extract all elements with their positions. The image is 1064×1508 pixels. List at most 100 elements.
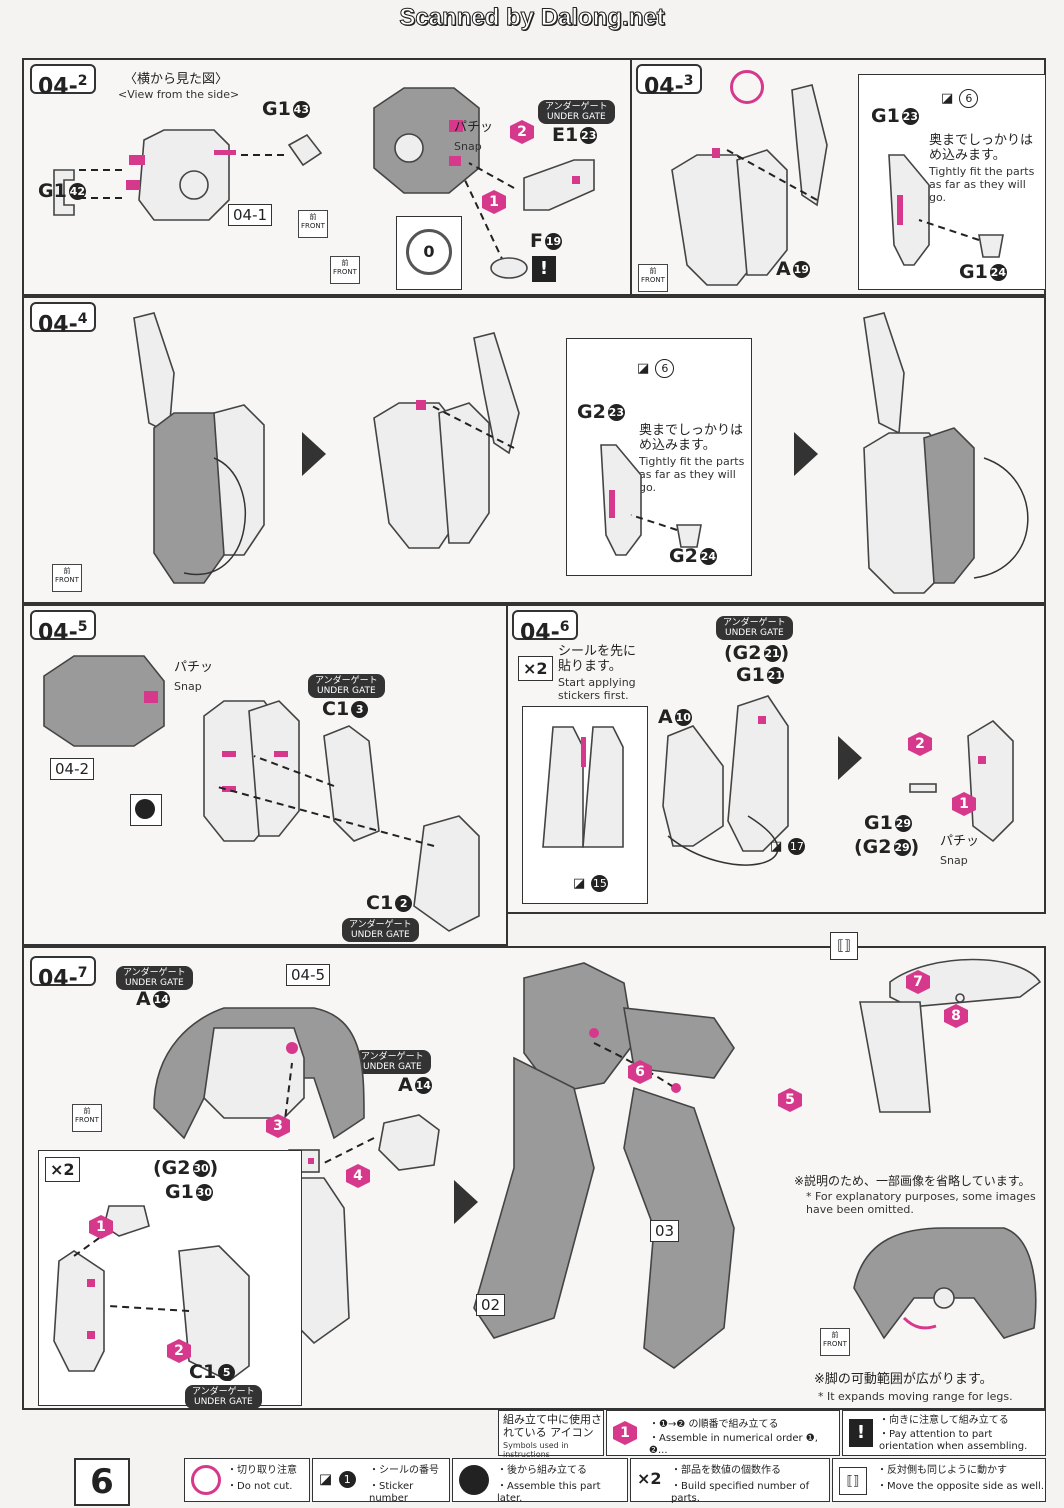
tight-fit-jp: 奥までしっかりはめ込みます。 bbox=[639, 423, 744, 453]
legend-item-x2: ×2 ・部品を数値の個数作る ・Build specified number o… bbox=[630, 1458, 830, 1504]
step-number-2: 2 bbox=[167, 1339, 191, 1363]
step-number-2: 2 bbox=[510, 120, 534, 144]
legend-title-jp: 組み立て中に使用されている アイコン bbox=[503, 1413, 602, 1439]
step-number-2: 2 bbox=[908, 732, 932, 756]
diagram-04-6 bbox=[662, 695, 1014, 866]
step-number-1: 1 bbox=[952, 792, 976, 816]
step-number-7: 7 bbox=[906, 970, 930, 994]
diagram-04-3-leg bbox=[671, 84, 828, 286]
assemble-later-icon bbox=[130, 794, 162, 826]
step-badge-04-6: 04-6 bbox=[512, 610, 578, 645]
watermark-text: Scanned by Dalong.net bbox=[399, 4, 665, 32]
view-label-jp: 〈横から見た図〉 bbox=[124, 72, 229, 87]
page-number: 6 bbox=[74, 1458, 130, 1506]
next-arrow bbox=[794, 432, 818, 476]
ref-03: 03 bbox=[650, 1220, 680, 1242]
legend-item-sticker: ◪ 1 ・シールの番号 ・Sticker number bbox=[312, 1458, 450, 1504]
diagram-04-4-c bbox=[863, 312, 1029, 594]
diagram-04-2-side bbox=[53, 129, 323, 221]
step-number-6: 6 bbox=[628, 1060, 652, 1084]
mirror-icon: ⟦⟧ bbox=[839, 1467, 867, 1495]
tight-fit-en: Tightly fit the parts as far as they wil… bbox=[929, 165, 1035, 204]
panel-step-04-6: 04-6 ×2 シールを先に貼ります。 Start applying stick… bbox=[506, 604, 1046, 914]
tight-fit-en: Tightly fit the parts as far as they wil… bbox=[639, 455, 745, 494]
mirror-icon: ⟦⟧ bbox=[830, 932, 858, 960]
sticker-icon: ◪ 17 bbox=[770, 838, 806, 855]
sticker-first-en: Start applying stickers first. bbox=[558, 676, 636, 702]
sticker-inset: ◪ 15 bbox=[522, 706, 648, 904]
ref-04-5: 04-5 bbox=[286, 964, 331, 986]
step-badge-04-4: 04-4 bbox=[30, 302, 96, 337]
note-omit-en: * For explanatory purposes, some images … bbox=[806, 1190, 1036, 1216]
do-not-cut-icon bbox=[730, 70, 764, 104]
ref-02: 02 bbox=[476, 1294, 506, 1316]
x2-icon: ×2 bbox=[45, 1157, 80, 1182]
diagram-04-2-main bbox=[373, 87, 595, 279]
note-range-en: * It expands moving range for legs. bbox=[818, 1390, 1013, 1403]
step-number-3: 3 bbox=[266, 1114, 290, 1138]
ref-04-2: 04-2 bbox=[50, 758, 95, 780]
diagram-04-7-leg bbox=[473, 962, 735, 1369]
tight-fit-jp: 奥までしっかりはめ込みます。 bbox=[929, 133, 1034, 163]
diagram-04-7-omit bbox=[853, 1227, 1037, 1340]
exclamation-icon: ! bbox=[849, 1419, 873, 1447]
next-arrow bbox=[838, 736, 862, 780]
legend-item-do-not-cut: ・切り取り注意 ・Do not cut. bbox=[184, 1458, 310, 1502]
sticker-icon: ◪ 15 bbox=[573, 875, 609, 892]
exclamation-icon: ! bbox=[532, 256, 556, 282]
note-range-jp: ※脚の可動範囲が広がります。 bbox=[814, 1372, 993, 1387]
x2-icon: ×2 bbox=[518, 656, 553, 681]
x2-icon: ×2 bbox=[637, 1469, 662, 1488]
view-label-en: <View from the side> bbox=[118, 88, 240, 101]
diagram-04-7-hip bbox=[153, 1007, 440, 1345]
next-arrow bbox=[302, 432, 326, 476]
assemble-later-icon bbox=[459, 1465, 489, 1495]
step-badge-04-5: 04-5 bbox=[30, 610, 96, 645]
sticker-icon: ◪ 6 bbox=[637, 359, 675, 378]
legend-item-mirror: ⟦⟧ ・反対側も同じように動かす ・Move the opposite side… bbox=[832, 1458, 1046, 1502]
step-badge-04-7: 04-7 bbox=[30, 956, 96, 991]
orientation-detail: 0 bbox=[396, 216, 462, 290]
legend-title-en: Symbols used in instructions bbox=[503, 1441, 569, 1459]
legend-item-orientation: ! ・向きに注意して組み立てる ・Pay attention to part o… bbox=[842, 1410, 1046, 1456]
note-omit-jp: ※説明のため、一部画像を省略しています。 bbox=[794, 1174, 1031, 1188]
ref-04-1: 04-1 bbox=[228, 204, 273, 226]
legend-item-numbered: 1 ・❶→❷ の順番で組み立てる ・Assemble in numerical … bbox=[606, 1410, 840, 1456]
do-not-cut-icon bbox=[191, 1465, 221, 1495]
diagram-04-5 bbox=[43, 655, 480, 932]
